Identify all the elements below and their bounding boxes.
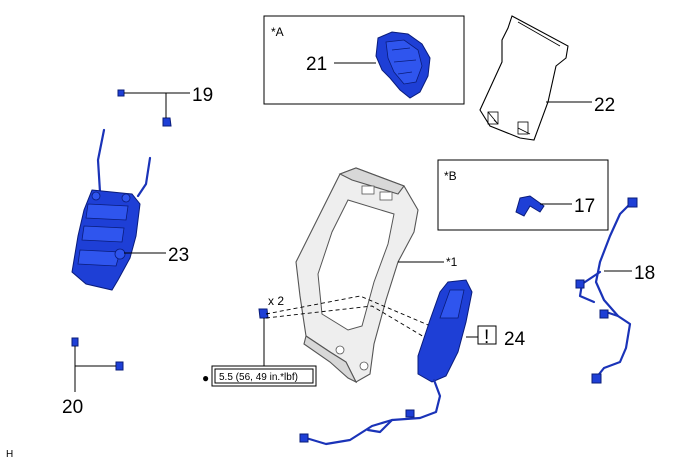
part-number-24: 24: [504, 329, 526, 350]
part-23-lumbar-support: [71, 128, 152, 291]
seatback-frame: [295, 167, 419, 384]
part-number-17: 17: [574, 196, 595, 217]
torque-box-outer: [211, 365, 317, 387]
part-20-clip-lower: [115, 361, 124, 371]
part-number-20: 20: [62, 397, 83, 418]
part-18-wire-harness: [575, 197, 638, 384]
part-number-22: 22: [594, 95, 615, 116]
callout-b: *B: [444, 169, 457, 183]
detail-box-b: [437, 159, 609, 231]
part-22-pad: [479, 15, 569, 141]
part-20-clip-upper: [71, 337, 79, 347]
callout-frame-1: *1: [446, 255, 458, 269]
torque-bullet: ●: [202, 371, 209, 385]
part-24-airbag: [299, 279, 473, 446]
caution-box: [477, 325, 497, 345]
part-17-bracket: [515, 195, 545, 217]
detail-box-a: [263, 15, 465, 105]
part-21-cover: [375, 31, 431, 99]
callout-a: *A: [271, 25, 284, 39]
torque-spec: 5.5 (56, 49 in.*lbf): [219, 372, 298, 383]
leader-19-branch: [124, 92, 167, 118]
callout-quantity: x 2: [268, 294, 284, 308]
part-19-clip-upper: [117, 89, 125, 97]
torque-box-inner: [214, 368, 314, 384]
bolt-alignment-dashes: [265, 295, 447, 351]
corner-mark: H: [6, 449, 13, 460]
part-number-18: 18: [634, 263, 655, 284]
part-number-19: 19: [192, 85, 213, 106]
caution-symbol: !: [484, 327, 489, 348]
part-number-23: 23: [168, 245, 189, 266]
part-number-21: 21: [306, 54, 327, 75]
part-19-clip-lower: [162, 117, 172, 127]
leader-20-branch: [74, 346, 116, 367]
